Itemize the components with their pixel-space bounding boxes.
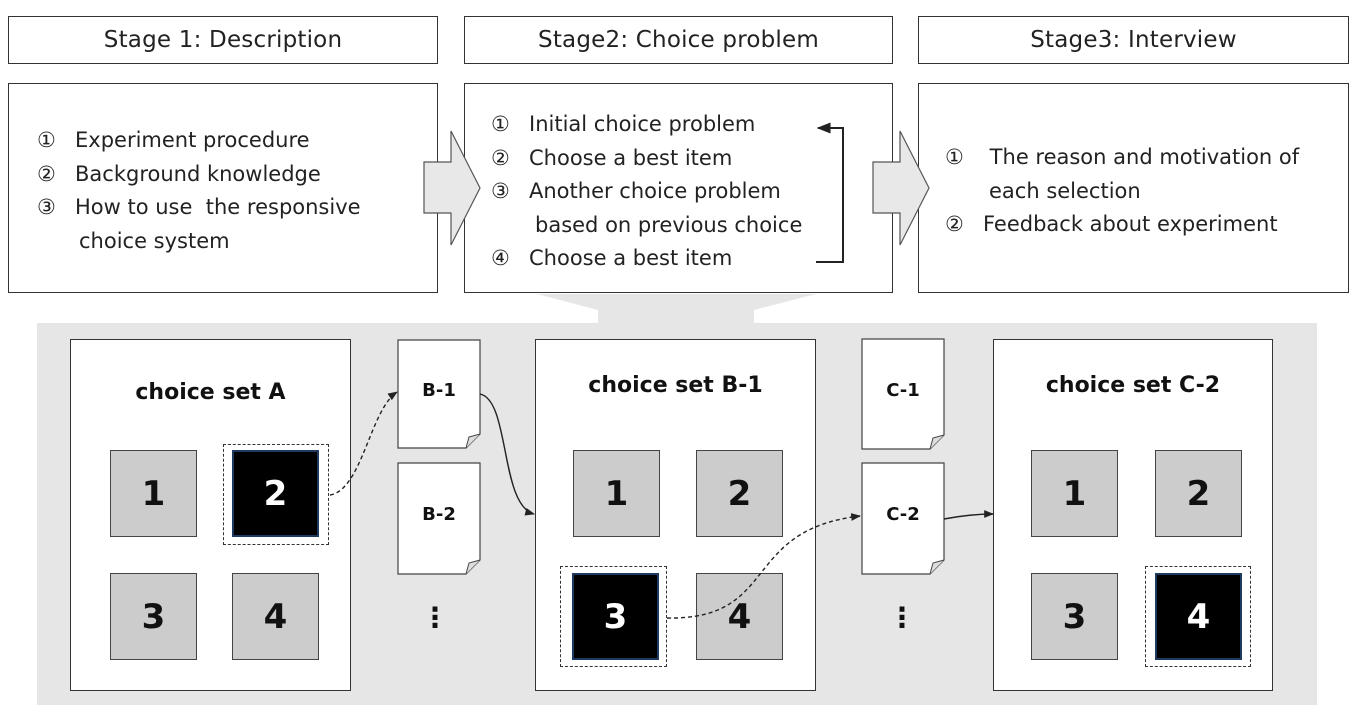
ellipsis-b: ⋮ xyxy=(421,601,449,634)
doc-c2-label: C-2 xyxy=(886,504,920,525)
stage2-to-stage3-arrow xyxy=(872,130,930,246)
set-a-tile-4[interactable]: 4 xyxy=(232,573,319,660)
set-b1-tile-1[interactable]: 1 xyxy=(573,450,660,537)
choice-set-c2-title: choice set C-2 xyxy=(1045,373,1221,398)
set-b1-tile-2[interactable]: 2 xyxy=(696,450,783,537)
arrow-a2-to-b1 xyxy=(329,391,398,496)
set-c2-tile-2[interactable]: 2 xyxy=(1155,450,1242,537)
stage3-item-1-cont: each selection xyxy=(989,178,1141,203)
doc-c1-label: C-1 xyxy=(886,380,920,401)
doc-c1 xyxy=(861,338,945,450)
set-b1-tile-3[interactable]: 3 xyxy=(572,573,659,660)
set-a-tile-3[interactable]: 3 xyxy=(110,573,197,660)
choice-set-a-title: choice set A xyxy=(135,380,286,405)
set-c2-tile-1[interactable]: 1 xyxy=(1031,450,1118,537)
choice-set-b1-title: choice set B-1 xyxy=(588,373,763,398)
set-c2-tile-3[interactable]: 3 xyxy=(1031,573,1118,660)
arrow-c2-to-setc2 xyxy=(943,510,994,520)
stage3-box: ① The reason and motivation of each sele… xyxy=(918,83,1349,293)
ellipsis-c: ⋮ xyxy=(888,601,916,634)
doc-b2-label: B-2 xyxy=(422,504,456,525)
set-c2-tile-4[interactable]: 4 xyxy=(1155,573,1242,660)
panel-connector-tab xyxy=(537,294,816,323)
doc-b1 xyxy=(397,339,481,449)
stage1-to-stage2-arrow xyxy=(423,130,481,246)
doc-b2 xyxy=(397,462,481,575)
set-a-tile-1[interactable]: 1 xyxy=(110,450,197,537)
doc-b1-label: B-1 xyxy=(422,380,456,401)
set-a-tile-2[interactable]: 2 xyxy=(232,450,319,537)
stage3-item-1: ① The reason and motivation of xyxy=(945,145,1300,169)
stage2-title: Stage2: Choice problem xyxy=(464,16,893,64)
doc-c2 xyxy=(861,462,945,575)
stage1-item-3-cont: choice system xyxy=(79,228,230,253)
arrow-b1tile3-to-c2 xyxy=(666,513,861,619)
loop-bracket-arrow xyxy=(816,122,844,263)
set-b1-selection-frame xyxy=(560,566,667,667)
stage3-title: Stage3: Interview xyxy=(918,16,1349,64)
stage1-title: Stage 1: Description xyxy=(8,16,438,64)
set-a-selection-frame xyxy=(223,444,329,545)
set-b1-tile-4[interactable]: 4 xyxy=(696,573,783,660)
arrow-b1-to-setb1 xyxy=(479,393,535,516)
stage2-item-3-cont: based on previous choice xyxy=(535,212,803,237)
set-c2-selection-frame xyxy=(1145,566,1251,667)
